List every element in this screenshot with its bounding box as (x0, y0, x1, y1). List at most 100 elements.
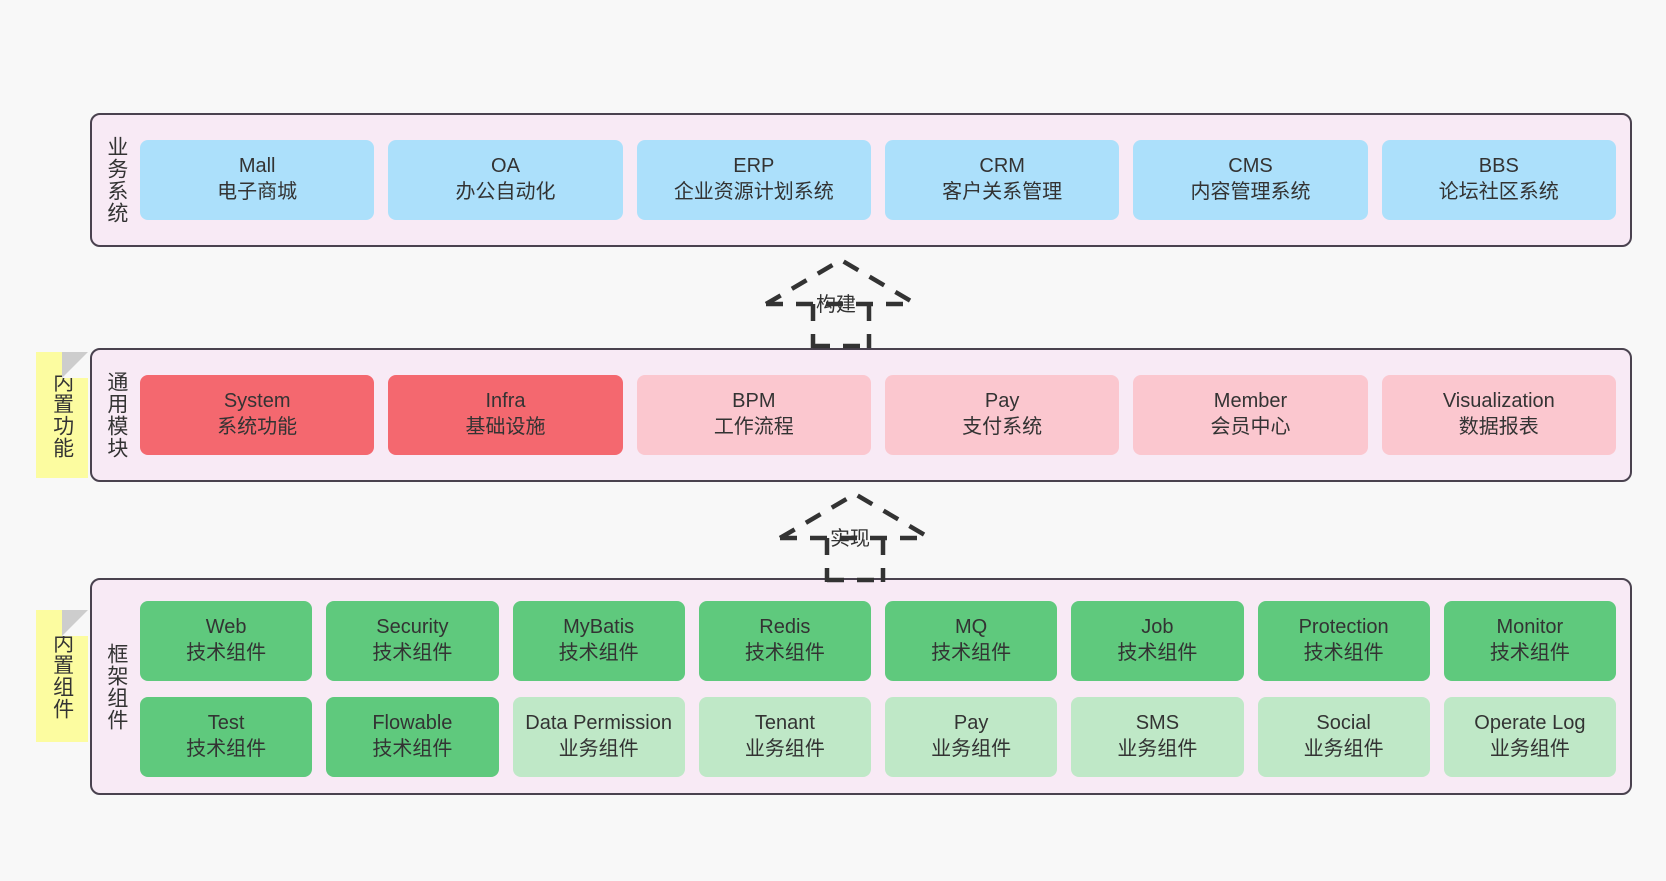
node-row: Test 技术组件 Flowable 技术组件 Data Permission … (140, 696, 1616, 777)
node-title-cn: 基础设施 (465, 416, 546, 438)
node-title-cn: 电子商城 (217, 181, 298, 203)
node-visualization[interactable]: Visualization 数据报表 (1381, 375, 1616, 455)
sticky-note-text: 内置组件 (50, 632, 74, 720)
node-title-en: System (223, 390, 291, 413)
layer-body-framework: Web 技术组件 Security 技术组件 MyBatis 技术组件 Redi… (140, 580, 1630, 793)
node-title-cn: 会员中心 (1210, 416, 1291, 438)
node-title-en: Tenant (754, 711, 815, 734)
node-title-cn: 企业资源计划系统 (673, 181, 834, 203)
node-row: System 系统功能 Infra 基础设施 BPM 工作流程 Pay 支付系统… (140, 375, 1616, 455)
node-title-en: Security (376, 615, 449, 638)
node-title-cn: 技术组件 (1117, 641, 1198, 664)
node-flowable[interactable]: Flowable 技术组件 (326, 696, 499, 777)
node-title-cn: 业务组件 (1117, 737, 1198, 760)
node-erp[interactable]: ERP 企业资源计划系统 (636, 140, 871, 220)
node-title-en: CRM (979, 155, 1025, 178)
node-title-en: CMS (1228, 155, 1273, 178)
node-title-en: OA (491, 155, 520, 178)
node-title-en: Redis (759, 615, 811, 638)
node-title-cn: 客户关系管理 (942, 181, 1063, 203)
node-operate-log[interactable]: Operate Log 业务组件 (1443, 696, 1616, 777)
node-title-en: MQ (955, 615, 988, 638)
node-system[interactable]: System 系统功能 (140, 375, 375, 455)
node-title-cn: 支付系统 (962, 416, 1043, 438)
node-row: Web 技术组件 Security 技术组件 MyBatis 技术组件 Redi… (140, 600, 1616, 681)
node-title-en: Test (207, 711, 245, 734)
node-title-cn: 技术组件 (931, 641, 1012, 664)
node-title-en: Member (1213, 390, 1288, 413)
node-monitor[interactable]: Monitor 技术组件 (1443, 600, 1616, 681)
node-title-en: MyBatis (563, 615, 635, 638)
node-title-cn: 办公自动化 (455, 181, 556, 203)
node-title-cn: 技术组件 (558, 641, 639, 664)
node-mq[interactable]: MQ 技术组件 (885, 600, 1058, 681)
dashed-hollow-arrow-up-icon (764, 257, 918, 349)
layer-body-common: System 系统功能 Infra 基础设施 BPM 工作流程 Pay 支付系统… (140, 350, 1630, 480)
node-cms[interactable]: CMS 内容管理系统 (1133, 140, 1368, 220)
connector-build: 构建 (756, 256, 926, 349)
node-oa[interactable]: OA 办公自动化 (388, 140, 623, 220)
node-title-cn: 系统功能 (217, 416, 298, 438)
node-title-en: Visualization (1442, 390, 1555, 413)
node-title-en: Monitor (1496, 615, 1564, 638)
connector-implement: 实现 (770, 490, 940, 583)
node-title-cn: 业务组件 (931, 737, 1012, 760)
node-member[interactable]: Member 会员中心 (1133, 375, 1368, 455)
sticky-note-builtin-function: 内置功能 (36, 352, 88, 478)
node-title-en: Protection (1298, 615, 1389, 638)
node-title-en: Social (1316, 711, 1371, 734)
layer-common-module: 通用模块 System 系统功能 Infra 基础设施 BPM 工作流程 Pay… (90, 348, 1632, 482)
node-title-cn: 论坛社区系统 (1438, 181, 1559, 203)
node-title-cn: 技术组件 (1489, 641, 1570, 664)
node-redis[interactable]: Redis 技术组件 (698, 600, 871, 681)
node-title-cn: 工作流程 (713, 416, 794, 438)
node-tenant[interactable]: Tenant 业务组件 (698, 696, 871, 777)
node-infra[interactable]: Infra 基础设施 (388, 375, 623, 455)
dashed-hollow-arrow-up-icon (778, 491, 932, 583)
node-protection[interactable]: Protection 技术组件 (1257, 600, 1430, 681)
node-web[interactable]: Web 技术组件 (140, 600, 313, 681)
layer-title-common: 通用模块 (104, 371, 128, 459)
node-title-en: ERP (733, 155, 775, 178)
node-title-cn: 业务组件 (1303, 737, 1384, 760)
node-title-cn: 业务组件 (744, 737, 825, 760)
node-mall[interactable]: Mall 电子商城 (140, 140, 375, 220)
node-data-permission[interactable]: Data Permission 业务组件 (512, 696, 685, 777)
node-title-en: SMS (1135, 711, 1180, 734)
node-title-en: Pay (953, 711, 989, 734)
node-title-cn: 技术组件 (744, 641, 825, 664)
node-security[interactable]: Security 技术组件 (326, 600, 499, 681)
layer-framework-component: 框架组件 Web 技术组件 Security 技术组件 MyBatis 技术组件… (90, 578, 1632, 795)
layer-title-framework: 框架组件 (104, 642, 128, 731)
node-test[interactable]: Test 技术组件 (140, 696, 313, 777)
node-title-cn: 技术组件 (1303, 641, 1384, 664)
node-job[interactable]: Job 技术组件 (1071, 600, 1244, 681)
sticky-note-builtin-component: 内置组件 (36, 610, 88, 742)
node-title-en: Operate Log (1474, 711, 1586, 734)
node-pay-module[interactable]: Pay 支付系统 (884, 375, 1120, 455)
node-social[interactable]: Social 业务组件 (1257, 696, 1430, 777)
node-sms[interactable]: SMS 业务组件 (1071, 696, 1244, 777)
node-title-en: Data Permission (525, 711, 672, 734)
layer-business-system: 业务系统 Mall 电子商城 OA 办公自动化 ERP 企业资源计划系统 CRM… (90, 113, 1632, 247)
node-crm[interactable]: CRM 客户关系管理 (884, 140, 1120, 220)
node-bpm[interactable]: BPM 工作流程 (636, 375, 871, 455)
node-mybatis[interactable]: MyBatis 技术组件 (512, 600, 685, 681)
sticky-note-text: 内置功能 (50, 371, 74, 459)
layer-body-business: Mall 电子商城 OA 办公自动化 ERP 企业资源计划系统 CRM 客户关系… (140, 115, 1630, 245)
node-bbs[interactable]: BBS 论坛社区系统 (1381, 140, 1616, 220)
node-title-cn: 数据报表 (1458, 416, 1539, 438)
node-title-cn: 技术组件 (186, 641, 267, 664)
connector-label-build: 构建 (816, 294, 856, 316)
node-title-cn: 技术组件 (372, 737, 453, 760)
node-title-en: Infra (485, 390, 526, 413)
node-title-en: Job (1141, 615, 1174, 638)
node-pay-component[interactable]: Pay 业务组件 (885, 696, 1058, 777)
node-title-cn: 技术组件 (372, 641, 453, 664)
node-title-cn: 内容管理系统 (1190, 181, 1311, 203)
node-title-cn: 业务组件 (1489, 737, 1570, 760)
node-row: Mall 电子商城 OA 办公自动化 ERP 企业资源计划系统 CRM 客户关系… (140, 140, 1616, 220)
node-title-en: BBS (1478, 155, 1519, 178)
node-title-cn: 业务组件 (558, 737, 639, 760)
